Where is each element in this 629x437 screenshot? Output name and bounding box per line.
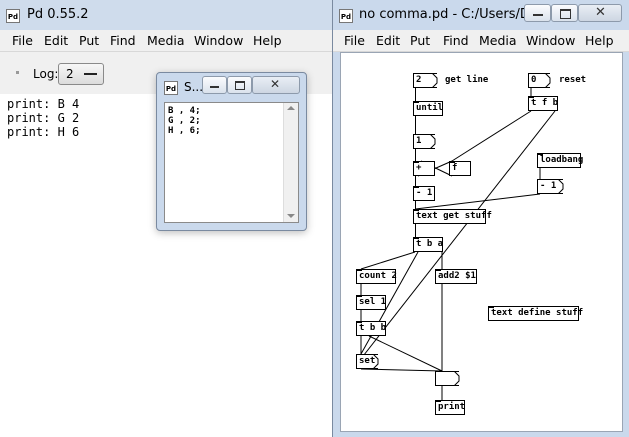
menu-window[interactable]: Window [194,33,244,48]
until-object[interactable]: until [413,101,443,116]
patch-window: Pd no comma.pd - C:/Users/Da... ✕ File E… [332,0,629,437]
pd-app-icon: Pd [339,9,353,23]
patch-canvas[interactable]: 2 get line 0 reset until t f b 1 + f loa… [340,52,623,432]
patch-menubar: File Edit Put Find Media Window Help [333,30,629,52]
message-box-notch [454,371,460,386]
print-object[interactable]: print [435,400,465,415]
close-button[interactable]: ✕ [252,76,300,94]
minimize-icon [210,86,219,88]
text-get-object[interactable]: text get stuff [413,209,492,224]
patch-window-title: no comma.pd - C:/Users/Da... [359,7,551,22]
menu-file[interactable]: File [12,33,33,48]
toolbar-grip [16,71,19,74]
text-line: B , 4; [168,106,201,116]
maximize-button[interactable] [227,76,252,94]
patch-titlebar[interactable]: Pd no comma.pd - C:/Users/Da... ✕ [333,0,629,30]
get-line-label: get line [445,75,489,85]
menu-help[interactable]: Help [585,33,614,48]
counter-number-box[interactable]: 1 [413,134,436,149]
count-object[interactable]: count 2 [356,269,397,284]
scroll-up-icon[interactable] [287,106,295,110]
text-line: G , 2; [168,116,201,126]
close-button[interactable]: ✕ [578,4,622,22]
console-line: print: B 4 [7,97,80,111]
add2-object[interactable]: add2 $1 [435,269,477,284]
number-box-notch [545,73,551,88]
console-line: print: G 2 [7,111,80,125]
menu-media[interactable]: Media [147,33,185,48]
t-f-b-object[interactable]: t f b [528,96,558,111]
float-object[interactable]: f [449,161,471,176]
minimize-button[interactable] [524,4,551,22]
number-box-notch [432,73,438,88]
console-line: print: H 6 [7,125,80,139]
reset-label: reset [559,75,587,85]
close-icon: ✕ [270,77,281,91]
dropdown-indicator-icon [84,73,97,75]
pd-app-icon: Pd [6,9,20,23]
menu-edit[interactable]: Edit [44,33,69,48]
message-box-notch [373,354,379,369]
main-titlebar[interactable]: Pd Pd 0.55.2 [0,0,332,30]
menu-find[interactable]: Find [443,33,469,48]
menu-file[interactable]: File [344,33,365,48]
text-window-title: S... [184,80,204,94]
close-icon: ✕ [595,5,606,20]
minimize-icon [533,14,543,16]
menu-media[interactable]: Media [479,33,517,48]
pd-app-icon: Pd [164,81,178,95]
patch-cords [359,88,556,400]
sel-object[interactable]: sel 1 [356,295,386,310]
text-editor-window: Pd S... ✕ B , 4; G , 2; H , 6; [156,72,307,231]
menu-find[interactable]: Find [110,33,136,48]
log-level-dropdown[interactable]: 2 [58,63,104,85]
number-box-notch [430,134,436,149]
log-level-value: 2 [66,67,74,81]
get-line-number-box[interactable]: 2 [413,73,438,88]
text-define-object[interactable]: text define stuff [488,306,583,321]
t-b-b-object[interactable]: t b b [356,321,386,336]
menu-help[interactable]: Help [253,33,282,48]
loadbang-object[interactable]: loadbang [537,153,583,168]
output-message-box[interactable] [435,371,460,386]
text-editor-area[interactable]: B , 4; G , 2; H , 6; [164,102,299,223]
vertical-scrollbar[interactable] [283,103,298,222]
scroll-down-icon[interactable] [287,214,295,218]
plus-object[interactable]: + [413,161,435,176]
minus-one-message[interactable]: - 1 [537,179,564,194]
main-window-title: Pd 0.55.2 [27,7,89,22]
menu-put[interactable]: Put [410,33,431,48]
maximize-icon [235,81,245,90]
t-b-a-object[interactable]: t b a [413,237,443,252]
text-window-titlebar[interactable]: Pd S... ✕ [157,73,306,99]
message-box-notch [558,179,564,194]
log-label: Log: [33,67,59,81]
minus-one-object[interactable]: - 1 [413,186,435,201]
menu-edit[interactable]: Edit [376,33,401,48]
text-line: H , 6; [168,126,201,136]
reset-number-box[interactable]: 0 [528,73,551,88]
main-menubar: File Edit Put Find Media Window Help [0,30,332,52]
set-message[interactable]: set [356,354,379,369]
menu-put[interactable]: Put [79,33,100,48]
menu-window[interactable]: Window [526,33,576,48]
maximize-button[interactable] [551,4,578,22]
minimize-button[interactable] [202,76,227,94]
maximize-icon [560,9,571,19]
